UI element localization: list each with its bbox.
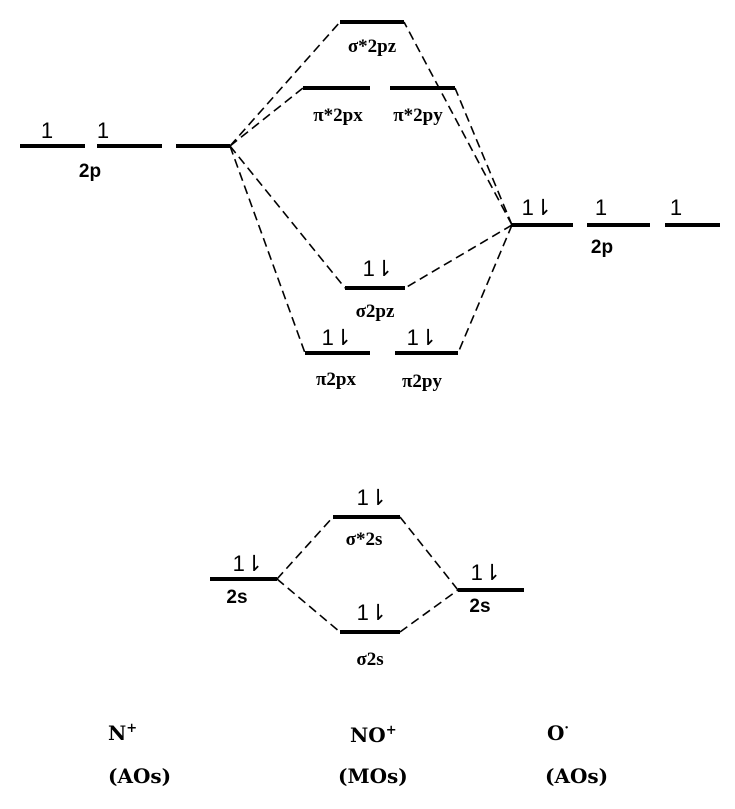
orbital-label: 2s <box>226 587 247 608</box>
electron: 1 <box>97 118 109 143</box>
electron: 1 <box>595 195 607 220</box>
electron: 1⇂ <box>407 325 438 350</box>
correlation-lines-2s <box>276 516 459 633</box>
orbital-label: σ2pz <box>356 301 395 322</box>
orbital-label: π2py <box>402 371 442 392</box>
right-type-label: (AOs) <box>545 764 608 788</box>
orbital-label: π2px <box>316 369 356 390</box>
mo-sigma-2s: 1⇂ σ2s <box>340 600 400 670</box>
right-2s-orbital: 1⇂ 2s <box>458 560 524 617</box>
mo-pi-star-2p: π*2px π*2py <box>303 86 455 126</box>
right-2p-orbitals: 1⇂ 1 1 2p <box>512 195 720 258</box>
orbital-label: σ*2pz <box>348 36 397 57</box>
orbital-label: σ2s <box>356 649 383 670</box>
left-2s-orbital: 1⇂ 2s <box>210 551 277 608</box>
orbital-label: 2s <box>469 596 490 617</box>
electron: 1⇂ <box>322 325 353 350</box>
correlation-lines-2p <box>229 21 513 354</box>
electron: 1⇂ <box>233 551 264 576</box>
electron: 1 <box>670 195 682 220</box>
electron: 1⇂ <box>471 560 502 585</box>
molecule-species-label: NO+ <box>350 723 397 747</box>
molecule-type-label: (MOs) <box>338 764 408 788</box>
electron: 1⇂ <box>357 600 388 625</box>
left-type-label: (AOs) <box>108 764 171 788</box>
orbital-label: 2p <box>591 237 613 258</box>
electron: 1⇂ <box>357 485 388 510</box>
left-species-label: N+ <box>108 721 137 745</box>
electron: 1 <box>41 118 53 143</box>
orbital-label: 2p <box>79 161 101 182</box>
orbital-label: π*2py <box>393 105 443 126</box>
electron: 1⇂ <box>363 256 394 281</box>
mo-pi-2p: 1⇂ 1⇂ π2px π2py <box>305 325 458 392</box>
orbital-label: π*2px <box>313 105 363 126</box>
footer-labels: N+ (AOs) NO+ (MOs) O· (AOs) <box>108 721 608 788</box>
electron: 1⇂ <box>522 195 553 220</box>
mo-sigma-star-2pz: σ*2pz <box>340 20 404 57</box>
right-species-label: O· <box>547 721 569 745</box>
left-2p-orbitals: 1 1 2p <box>20 118 230 182</box>
orbital-label: σ*2s <box>346 529 383 550</box>
mo-sigma-2pz: 1⇂ σ2pz <box>345 256 405 322</box>
mo-sigma-star-2s: 1⇂ σ*2s <box>333 485 400 550</box>
